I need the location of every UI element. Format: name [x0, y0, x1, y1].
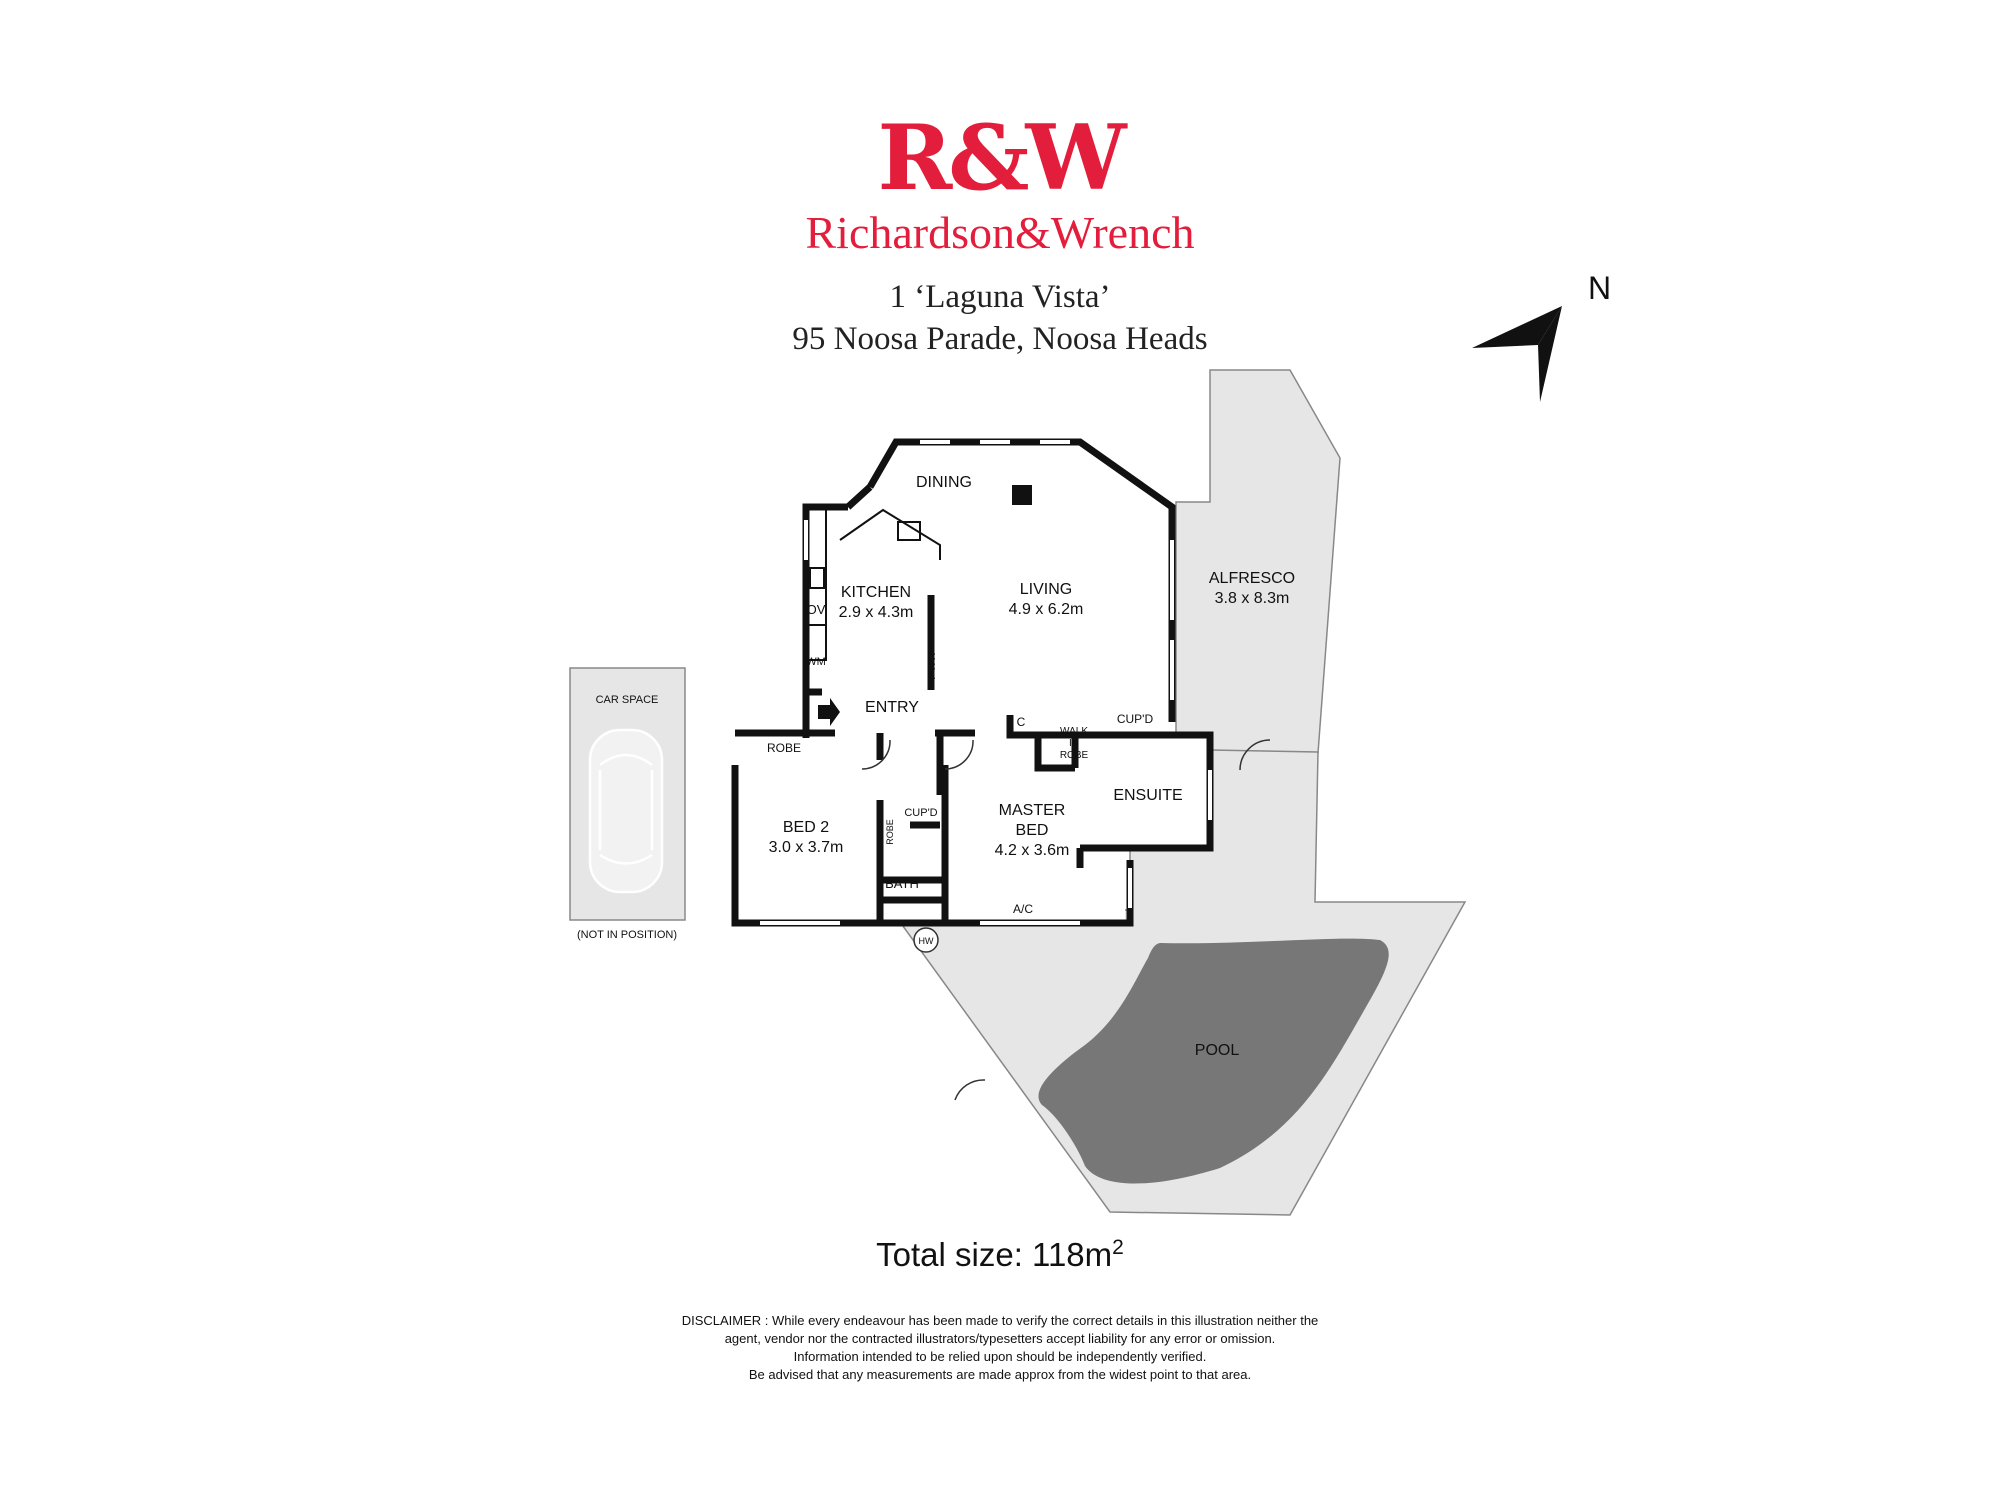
disclaimer: DISCLAIMER : While every endeavour has b… [640, 1312, 1360, 1384]
robe-small-label: ROBE [885, 819, 895, 845]
disclaimer-line: Be advised that any measurements are mad… [748, 1367, 1252, 1382]
washing-machine-label: WM [806, 656, 826, 668]
north-arrow-icon [1472, 306, 1562, 402]
windows [760, 440, 1212, 925]
brand-logo-mark: R&W [877, 105, 1126, 211]
room-bed2: BED 2 [783, 819, 829, 836]
north-label: N [1588, 270, 1611, 306]
car-space-label: CAR SPACE [596, 694, 659, 706]
walk-in-robe-label-3: ROBE [1060, 750, 1089, 761]
room-living-size: 4.9 x 6.2m [1009, 601, 1084, 618]
room-master: MASTER [999, 802, 1066, 819]
room-master-size: 4.2 x 3.6m [995, 842, 1070, 859]
room-ensuite: ENSUITE [1113, 787, 1182, 804]
cupboard-hall-label: CUP'D [904, 807, 937, 819]
address-line-2: 95 Noosa Parade, Noosa Heads [792, 321, 1208, 357]
total-size-value: 118m [1032, 1236, 1113, 1273]
room-kitchen-size: 2.9 x 4.3m [839, 604, 914, 621]
walk-in-robe-label-1: WALK [1060, 726, 1088, 737]
cupboard-master-label: CUP'D [1117, 712, 1154, 726]
aircon-label: A/C [1013, 902, 1033, 916]
car-space-note: (NOT IN POSITION) [577, 929, 677, 941]
disclaimer-line: agent, vendor nor the contracted illustr… [724, 1331, 1276, 1346]
room-master-bed: BED [1016, 822, 1049, 839]
hot-water-unit [913, 927, 939, 953]
total-size-label: Total size: [876, 1236, 1023, 1273]
room-pool: POOL [1195, 1042, 1240, 1059]
room-bath: BATH [885, 876, 919, 891]
walk-in-robe-label-2: IN [1069, 738, 1079, 749]
room-alfresco-size: 3.8 x 8.3m [1215, 590, 1290, 607]
hot-water-label: HW [919, 936, 934, 946]
room-living: LIVING [1020, 581, 1072, 598]
room-dining: DINING [916, 474, 972, 491]
total-size: Total size: 118m2 [0, 1236, 2000, 1274]
disclaimer-line: Information intended to be relied upon s… [793, 1349, 1207, 1364]
address-line-1: 1 ‘Laguna Vista’ [889, 279, 1111, 315]
room-alfresco: ALFRESCO [1209, 570, 1295, 587]
robe-bed2-label: ROBE [767, 741, 801, 755]
brand-name: Richardson&Wrench [805, 207, 1195, 258]
fridge-label: F [927, 608, 935, 623]
oven-label: OV [807, 602, 826, 617]
pantry-label: PTRY [926, 650, 938, 680]
total-size-unit: 2 [1112, 1236, 1124, 1259]
entry-arrow-icon [818, 698, 840, 726]
disclaimer-line: DISCLAIMER : While every endeavour has b… [681, 1313, 1319, 1328]
pool [1038, 938, 1389, 1184]
car-icon [588, 728, 664, 894]
room-kitchen: KITCHEN [841, 584, 911, 601]
column [1012, 485, 1032, 505]
room-entry: ENTRY [865, 699, 919, 716]
door-swings [861, 739, 1271, 1101]
room-bed2-size: 3.0 x 3.7m [769, 839, 844, 856]
kitchen-counter [806, 507, 941, 661]
alfresco-area [1175, 369, 1341, 754]
cupboard-c-label: C [1017, 715, 1026, 729]
